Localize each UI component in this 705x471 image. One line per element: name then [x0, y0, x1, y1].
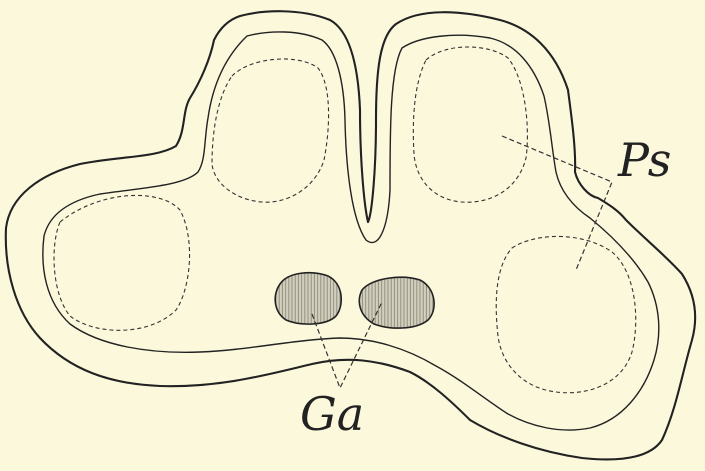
dashed-oval-left: [54, 195, 190, 330]
dashed-oval-lower-right: [496, 236, 636, 392]
inner-outline: [43, 32, 659, 430]
label-ps: Ps: [617, 133, 671, 187]
dashed-structures: [54, 47, 636, 393]
dashed-oval-upper-right: [413, 47, 527, 202]
ganglia: [275, 273, 434, 328]
ps-leader-line: [502, 136, 612, 270]
ganglion-right: [359, 277, 434, 328]
leader-lines: [312, 136, 612, 388]
label-ga: Ga: [300, 387, 364, 441]
ganglion-left: [275, 273, 341, 324]
dashed-oval-upper-left: [212, 59, 329, 202]
